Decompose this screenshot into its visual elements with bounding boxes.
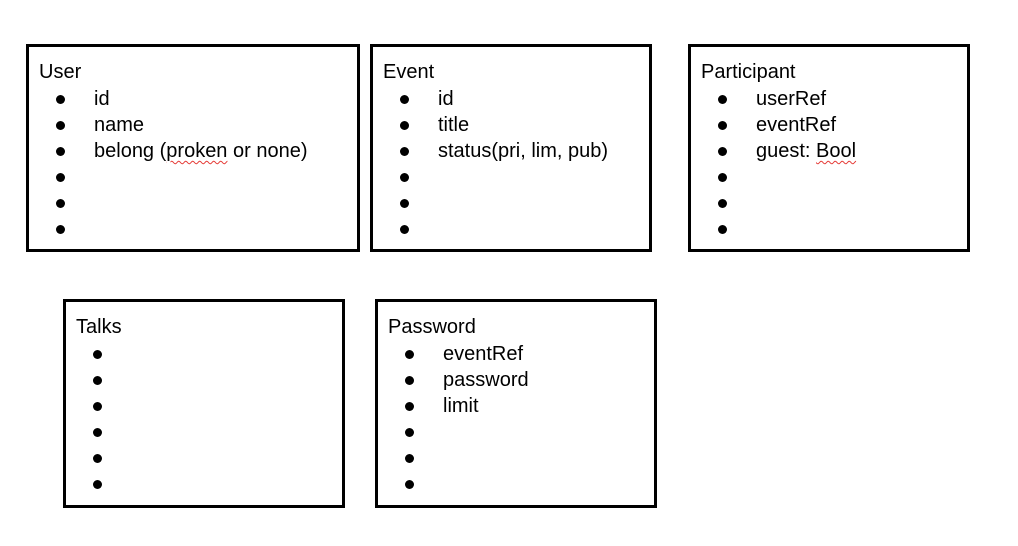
field-item — [66, 471, 342, 497]
bullet-icon — [405, 480, 414, 489]
talks-field-list — [66, 341, 342, 497]
field-label: limit — [443, 395, 479, 417]
field-item — [691, 164, 967, 190]
field-label: name — [94, 114, 145, 136]
participant-box-title: Participant — [701, 61, 796, 83]
bullet-icon — [718, 199, 727, 208]
field-item — [66, 445, 342, 471]
bullet-icon — [56, 173, 65, 182]
field-item: status(pri, lim, pub) — [373, 138, 649, 164]
password-box-title: Password — [388, 316, 476, 338]
field-label: id — [438, 88, 454, 110]
field-label: belong (proken or none) — [94, 140, 308, 162]
talks-box-title: Talks — [76, 316, 122, 338]
field-item — [378, 419, 654, 445]
field-item — [373, 190, 649, 216]
bullet-icon — [93, 428, 102, 437]
bullet-icon — [718, 147, 727, 156]
field-item — [66, 419, 342, 445]
field-label: eventRef — [756, 114, 837, 136]
field-item — [66, 367, 342, 393]
bullet-icon — [93, 480, 102, 489]
password-entity-box: Password eventRef password limit — [375, 299, 657, 508]
bullet-icon — [93, 402, 102, 411]
field-label: userRef — [756, 88, 827, 110]
event-box-title: Event — [383, 61, 435, 83]
field-item: id — [29, 86, 357, 112]
bullet-icon — [718, 95, 727, 104]
field-item — [66, 393, 342, 419]
password-field-list: eventRef password limit — [378, 341, 654, 497]
field-item — [691, 216, 967, 242]
event-field-list: id title status(pri, lim, pub) — [373, 86, 649, 242]
bullet-icon — [56, 225, 65, 234]
user-field-list: id name belong (proken or none) — [29, 86, 357, 242]
field-item: guest: Bool — [691, 138, 967, 164]
spellcheck-flagged-word: proken — [166, 140, 228, 162]
bullet-icon — [405, 350, 414, 359]
bullet-icon — [405, 402, 414, 411]
bullet-icon — [400, 199, 409, 208]
bullet-icon — [56, 95, 65, 104]
bullet-icon — [405, 454, 414, 463]
field-item — [29, 190, 357, 216]
field-item — [66, 341, 342, 367]
bullet-icon — [56, 199, 65, 208]
field-item: name — [29, 112, 357, 138]
field-item: limit — [378, 393, 654, 419]
field-item — [29, 164, 357, 190]
field-item — [378, 445, 654, 471]
field-label: password — [443, 369, 529, 391]
user-entity-box: User id name belong (proken or none) — [26, 44, 360, 252]
bullet-icon — [400, 225, 409, 234]
talks-entity-box: Talks — [63, 299, 345, 508]
bullet-icon — [718, 225, 727, 234]
event-entity-box: Event id title status(pri, lim, pub) — [370, 44, 652, 252]
field-item — [691, 190, 967, 216]
field-item: password — [378, 367, 654, 393]
bullet-icon — [405, 428, 414, 437]
field-item — [29, 216, 357, 242]
field-item: belong (proken or none) — [29, 138, 357, 164]
field-item: eventRef — [691, 112, 967, 138]
bullet-icon — [56, 147, 65, 156]
bullet-icon — [400, 95, 409, 104]
field-label: guest: Bool — [756, 140, 857, 162]
bullet-icon — [718, 173, 727, 182]
field-label: title — [438, 114, 470, 136]
spellcheck-flagged-word: Bool — [816, 140, 857, 162]
user-box-title: User — [39, 61, 82, 83]
field-label: id — [94, 88, 110, 110]
bullet-icon — [400, 121, 409, 130]
field-item: id — [373, 86, 649, 112]
bullet-icon — [400, 147, 409, 156]
participant-field-list: userRef eventRef guest: Bool — [691, 86, 967, 242]
bullet-icon — [400, 173, 409, 182]
field-item: userRef — [691, 86, 967, 112]
bullet-icon — [93, 454, 102, 463]
field-label: status(pri, lim, pub) — [438, 140, 609, 162]
field-label: eventRef — [443, 343, 524, 365]
bullet-icon — [56, 121, 65, 130]
bullet-icon — [405, 376, 414, 385]
field-item: eventRef — [378, 341, 654, 367]
field-item: title — [373, 112, 649, 138]
field-item — [373, 216, 649, 242]
participant-entity-box: Participant userRef eventRef guest: Bool — [688, 44, 970, 252]
bullet-icon — [718, 121, 727, 130]
field-item — [373, 164, 649, 190]
field-item — [378, 471, 654, 497]
bullet-icon — [93, 376, 102, 385]
bullet-icon — [93, 350, 102, 359]
